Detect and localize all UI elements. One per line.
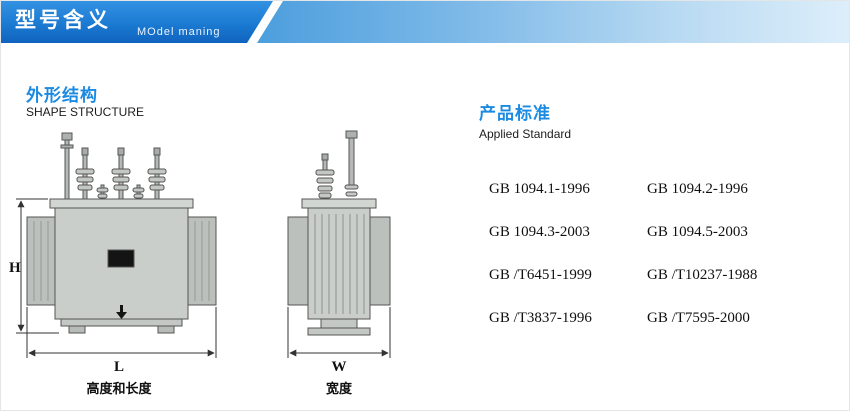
caption-height-length: 高度和长度 [86,381,152,396]
standard-item: GB /T3837-1996 [489,310,592,326]
side-hv-bushing [315,153,335,199]
dimension-height [16,198,59,334]
standards-list: GB 1094.1-1996 GB 1094.2-1996 GB 1094.3-… [489,181,829,327]
transformer-outline-drawing: H L W 高度和长度 宽度 [9,130,391,396]
lv-bushing [96,184,109,200]
dim-label-l: L [114,359,124,375]
header-tab: 型号含义 MOdel maning [1,1,273,43]
product-standard-subtitle: Applied Standard [479,127,572,141]
nameplate [107,249,135,268]
side-tall-bushing [344,130,359,197]
standard-item: GB /T6451-1999 [489,267,592,283]
standard-item: GB /T10237-1988 [647,267,758,283]
caption-width: 宽度 [325,381,353,396]
shape-structure-subtitle: SHAPE STRUCTURE [26,105,145,119]
page-subtitle: MOdel maning [137,26,221,38]
header-strip [257,1,849,43]
standard-item: GB 1094.2-1996 [647,181,748,197]
dimension-length [26,307,217,358]
hv-bushing [147,147,167,200]
oil-conservator-rod [60,132,74,200]
standard-item: GB 1094.1-1996 [489,181,590,197]
page-title: 型号含义 [15,9,111,32]
drain-valve-arrow [116,305,127,319]
hv-bushing [111,147,131,200]
dimension-width [287,307,391,358]
standard-item: GB 1094.3-2003 [489,224,590,240]
dim-label-w: W [332,359,347,375]
transformer-front-view [26,132,217,334]
standard-item: GB 1094.5-2003 [647,224,748,240]
dim-label-h: H [9,260,21,276]
standard-item: GB /T7595-2000 [647,310,750,326]
shape-structure-title: 外形结构 [26,86,98,105]
hv-bushing [75,147,95,200]
product-standard-title: 产品标准 [479,104,551,123]
page-header: 型号含义 MOdel maning [1,1,849,45]
lv-bushing [132,184,145,200]
transformer-side-view [287,130,391,336]
